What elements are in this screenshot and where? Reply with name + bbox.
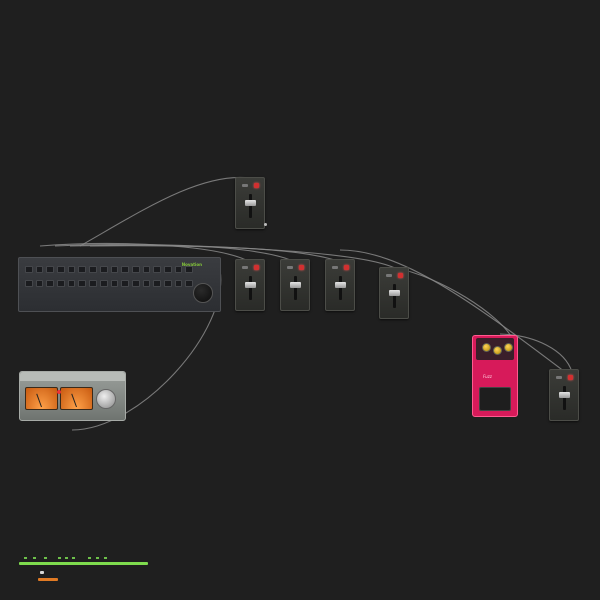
strip-main-bar bbox=[19, 562, 148, 565]
vu-gain-knob[interactable] bbox=[96, 389, 116, 409]
controller-pad[interactable] bbox=[78, 266, 87, 273]
controller-pad[interactable] bbox=[142, 280, 151, 287]
fader-cap[interactable] bbox=[559, 392, 570, 398]
fader-cap[interactable] bbox=[245, 282, 256, 288]
fader-switch[interactable] bbox=[556, 376, 562, 379]
fader-switch[interactable] bbox=[242, 184, 248, 187]
fader-module-1[interactable] bbox=[235, 259, 265, 311]
fader-track bbox=[393, 284, 396, 308]
strip-indicator bbox=[40, 571, 44, 574]
fader-switch[interactable] bbox=[242, 266, 248, 269]
controller-pad[interactable] bbox=[110, 280, 119, 287]
fader-track bbox=[249, 276, 252, 300]
pedal-knob-3[interactable] bbox=[504, 343, 513, 352]
controller-pad[interactable] bbox=[89, 266, 97, 273]
strip-dot bbox=[104, 557, 107, 559]
strip-dot bbox=[44, 557, 47, 559]
pedal-knob-2[interactable] bbox=[493, 346, 502, 355]
vu-meter-module[interactable] bbox=[19, 371, 126, 421]
vu-meter-left bbox=[25, 387, 58, 410]
fuzz-pedal[interactable]: Fuzz bbox=[472, 335, 518, 417]
controller-pad[interactable] bbox=[78, 280, 87, 287]
output-port[interactable] bbox=[264, 223, 267, 226]
vu-led bbox=[57, 390, 61, 394]
fader-module-2[interactable] bbox=[280, 259, 310, 311]
controller-pad[interactable] bbox=[67, 266, 76, 273]
cable-f4-pedal bbox=[394, 267, 513, 339]
controller-pad[interactable] bbox=[174, 280, 183, 287]
fader-track bbox=[563, 386, 566, 410]
controller-pad[interactable] bbox=[153, 280, 161, 287]
controller-pad[interactable] bbox=[57, 280, 65, 287]
pedal-knob-1[interactable] bbox=[482, 343, 491, 352]
controller-pad[interactable] bbox=[121, 266, 129, 273]
fader-led bbox=[299, 265, 304, 270]
controller-pad[interactable] bbox=[46, 280, 55, 287]
strip-accent-bar bbox=[38, 578, 58, 581]
controller-pad[interactable] bbox=[57, 266, 65, 273]
controller-pad[interactable] bbox=[142, 266, 151, 273]
strip-dot bbox=[33, 557, 36, 559]
controller-pad[interactable] bbox=[185, 280, 193, 287]
vu-header bbox=[20, 372, 125, 381]
strip-dot bbox=[24, 557, 27, 559]
cable-f2-f5 bbox=[339, 249, 566, 373]
pedal-control-panel bbox=[476, 338, 514, 360]
fader-switch[interactable] bbox=[287, 266, 293, 269]
strip-dot bbox=[58, 557, 61, 559]
fader-module-top[interactable] bbox=[235, 177, 267, 229]
controller-pad[interactable] bbox=[174, 266, 183, 273]
pad-grid bbox=[25, 266, 193, 287]
controller-pad[interactable] bbox=[99, 280, 108, 287]
controller-pad[interactable] bbox=[131, 266, 140, 273]
master-knob[interactable] bbox=[193, 283, 213, 303]
cable-controller-top-fader bbox=[79, 176, 251, 247]
fader-cap[interactable] bbox=[335, 282, 346, 288]
controller-pad[interactable] bbox=[185, 266, 193, 273]
fader-led bbox=[254, 265, 259, 270]
controller-pad[interactable] bbox=[35, 266, 44, 273]
controller-pad[interactable] bbox=[110, 266, 119, 273]
fader-led bbox=[254, 183, 259, 188]
controller-pad[interactable] bbox=[131, 280, 140, 287]
controller-logo: Novation bbox=[181, 262, 202, 267]
controller-pad[interactable] bbox=[35, 280, 44, 287]
controller-pad[interactable] bbox=[25, 266, 33, 273]
fader-cap[interactable] bbox=[245, 200, 256, 206]
controller-pad[interactable] bbox=[99, 266, 108, 273]
controller-pad[interactable] bbox=[67, 280, 76, 287]
controller-pad[interactable] bbox=[46, 266, 55, 273]
controller-pad[interactable] bbox=[121, 280, 129, 287]
strip-dot bbox=[96, 557, 99, 559]
fader-module-4[interactable] bbox=[379, 267, 409, 319]
controller-pad[interactable] bbox=[163, 280, 172, 287]
strip-dot bbox=[88, 557, 91, 559]
fader-led bbox=[398, 273, 403, 278]
fader-led bbox=[568, 375, 573, 380]
fader-switch[interactable] bbox=[332, 266, 338, 269]
fader-track bbox=[249, 194, 252, 218]
fader-track bbox=[339, 276, 342, 300]
fader-led bbox=[344, 265, 349, 270]
controller-pad[interactable] bbox=[25, 280, 33, 287]
controller-pad[interactable] bbox=[89, 280, 97, 287]
pedal-footswitch[interactable] bbox=[479, 387, 511, 411]
fader-track bbox=[294, 276, 297, 300]
strip-dot bbox=[65, 557, 68, 559]
strip-dot bbox=[72, 557, 75, 559]
vu-meter-right bbox=[60, 387, 93, 410]
vu-needle-right bbox=[71, 393, 77, 408]
fader-switch[interactable] bbox=[386, 274, 392, 277]
midi-controller[interactable]: Novation bbox=[18, 257, 221, 312]
controller-pad[interactable] bbox=[153, 266, 161, 273]
fader-module-3[interactable] bbox=[325, 259, 355, 311]
fader-cap[interactable] bbox=[290, 282, 301, 288]
fader-module-5[interactable] bbox=[549, 369, 579, 421]
fader-cap[interactable] bbox=[389, 290, 400, 296]
controller-pad[interactable] bbox=[163, 266, 172, 273]
vu-needle-left bbox=[36, 393, 42, 408]
pedal-brand: Fuzz bbox=[483, 374, 492, 379]
